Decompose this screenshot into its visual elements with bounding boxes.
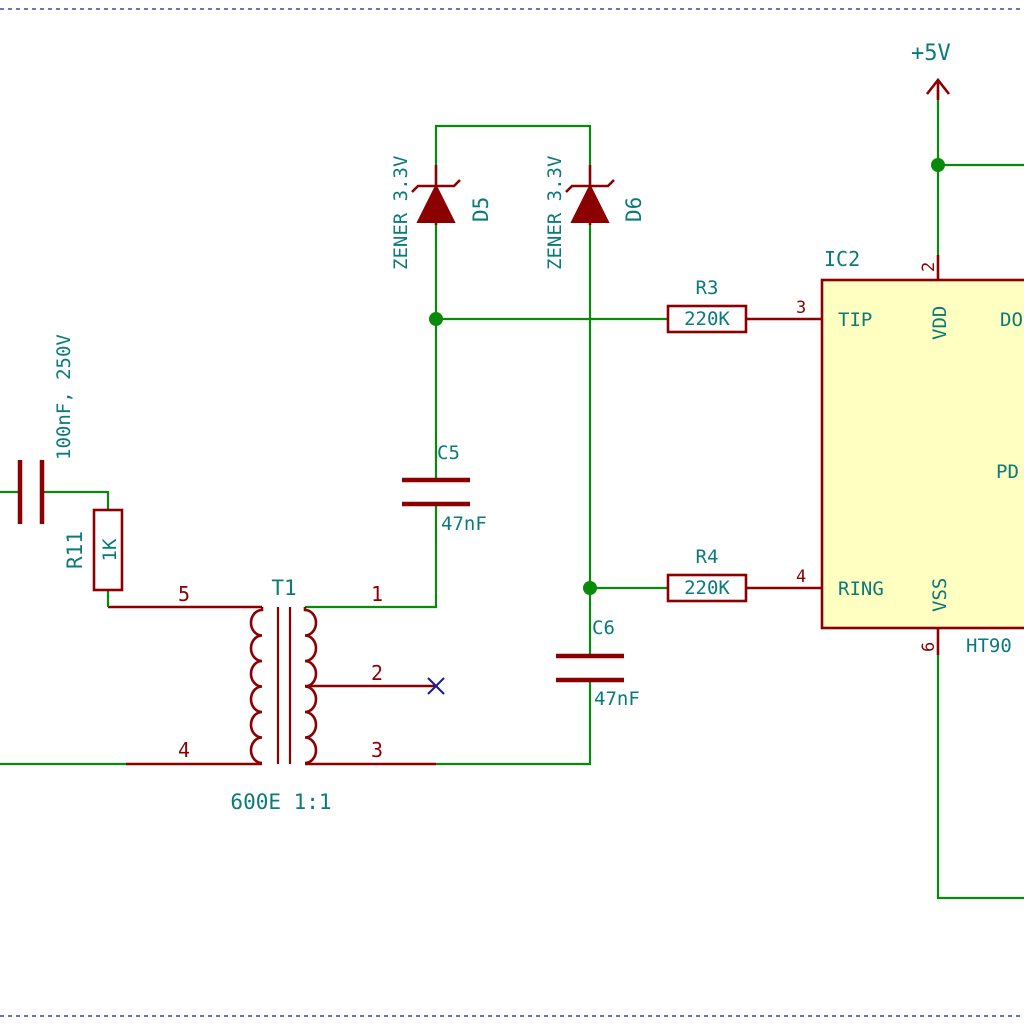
resistor-r3: 220K R3	[666, 277, 748, 334]
resistor-r11: 1K R11	[63, 508, 124, 592]
t1-ref: T1	[271, 576, 296, 600]
r4-ref: R4	[696, 546, 719, 568]
zener-diode-d6: ZENER 3.3V D6	[544, 156, 646, 270]
ic2-pin-vdd: VDD	[929, 306, 951, 340]
wires	[0, 90, 1024, 900]
c6-value: 47nF	[594, 688, 640, 710]
transformer-t1: T1 600E 1:1 5 4 1 2 3	[178, 576, 383, 814]
t1-pin2: 2	[371, 661, 383, 685]
ic2-pin-number-2: 2	[919, 262, 939, 272]
t1-pin5: 5	[178, 582, 190, 606]
t1-value: 600E 1:1	[230, 790, 331, 814]
ic2-body	[820, 278, 1024, 630]
t1-pin4: 4	[178, 738, 190, 762]
no-connect-marker	[427, 677, 445, 695]
zener-diode-d5: ZENER 3.3V D5	[390, 156, 493, 270]
ic2-pin-ring: RING	[838, 578, 884, 600]
r11-ref: R11	[63, 531, 87, 569]
ic2-value: HT90	[966, 635, 1012, 657]
t1-pin3: 3	[371, 738, 383, 762]
t1-pin1: 1	[371, 582, 383, 606]
capacitor-c6: C6 47nF	[556, 617, 640, 710]
r4-value: 220K	[684, 577, 730, 599]
r3-ref: R3	[696, 277, 719, 299]
junction-dot	[583, 581, 597, 595]
resistor-r4: 220K R4	[666, 546, 748, 603]
capacitor-c5: C5 47nF	[402, 442, 487, 535]
ic2-pin-vss: VSS	[929, 578, 951, 612]
power-label: +5V	[911, 41, 951, 66]
ic2-pin-number-6: 6	[919, 642, 939, 652]
d6-ref: D6	[622, 197, 646, 222]
ic2-ref: IC2	[824, 247, 860, 271]
d5-value: ZENER 3.3V	[390, 156, 412, 270]
ic2-pin-number-4: 4	[796, 567, 806, 587]
c6-ref: C6	[592, 617, 615, 639]
d6-value: ZENER 3.3V	[544, 156, 566, 270]
d5-ref: D5	[469, 197, 493, 222]
c5-value: 47nF	[441, 513, 487, 535]
ic2-chip: IC2 HT90 TIP RING VDD VSS DO PD 3 4 2 6	[796, 247, 1024, 657]
r3-value: 220K	[684, 308, 730, 330]
ic2-pin-pd: PD	[996, 461, 1019, 483]
cin-value: 100nF, 250V	[53, 334, 75, 460]
ic2-pin-number-3: 3	[796, 298, 806, 318]
junctions	[429, 158, 945, 595]
junction-dot	[429, 312, 443, 326]
ic2-pin-do: DO	[1000, 309, 1023, 331]
c5-ref: C5	[437, 442, 460, 464]
junction-dot	[931, 158, 945, 172]
ic2-pin-tip: TIP	[838, 309, 872, 331]
r11-value: 1K	[99, 538, 121, 561]
capacitor-100nf: 100nF, 250V	[17, 334, 75, 524]
power-symbol-5v: +5V	[911, 41, 951, 100]
